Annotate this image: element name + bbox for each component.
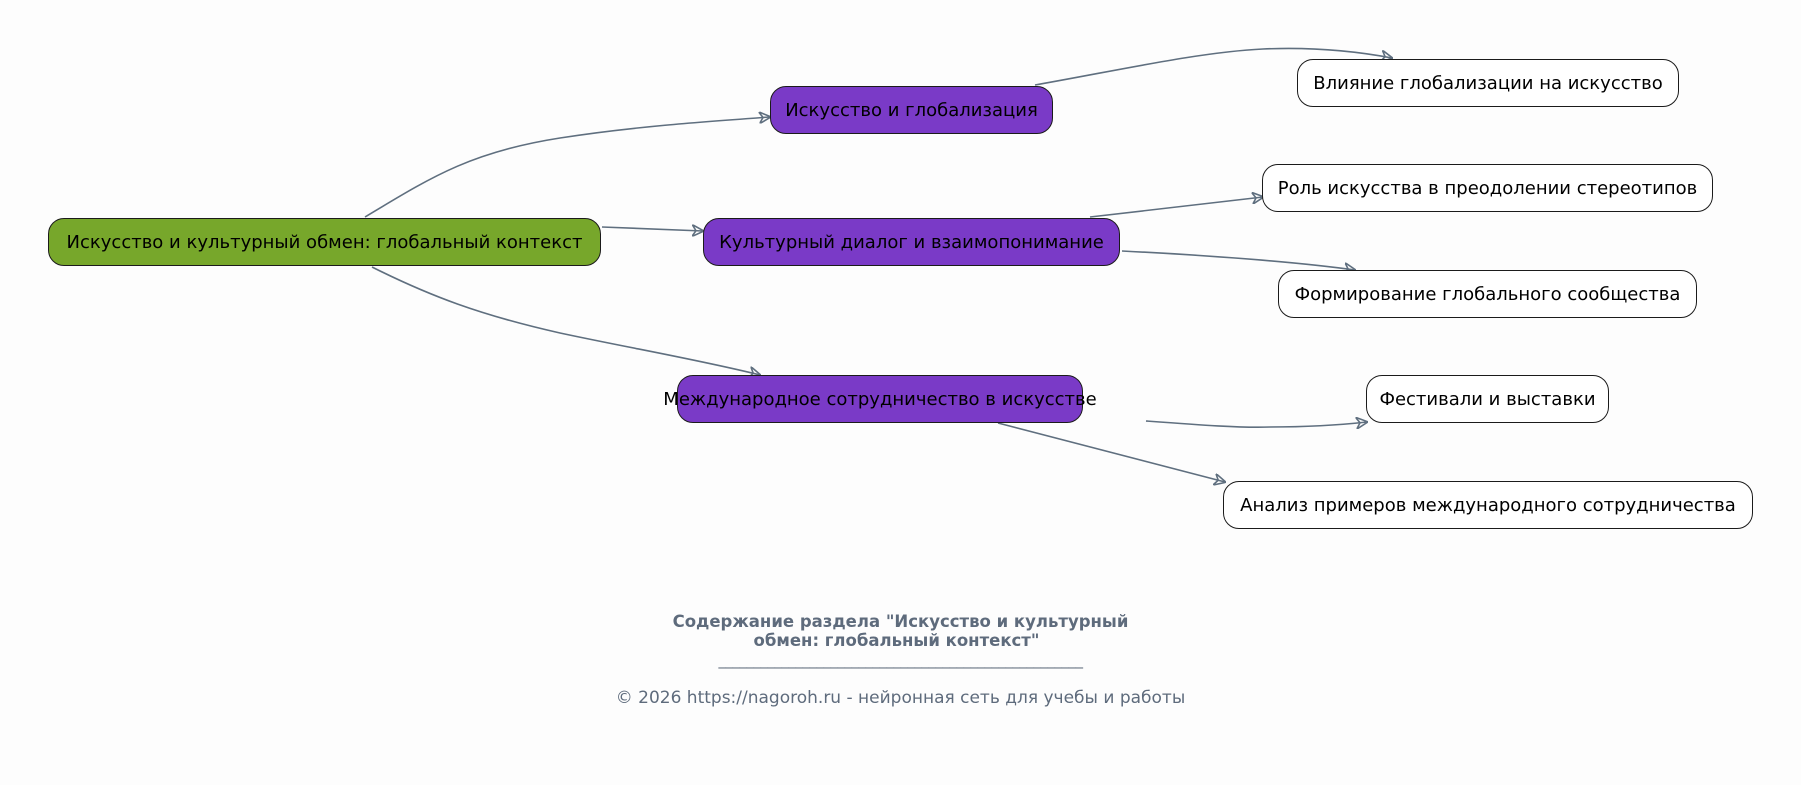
edge-cooperation-to-festivals xyxy=(1145,421,1367,427)
edge-globalization-to-influence xyxy=(1034,47,1392,86)
edge-root-to-globalization xyxy=(364,117,770,218)
root-node[interactable]: Искусство и культурный обмен: глобальный… xyxy=(48,218,601,266)
leaf-node-analysis[interactable]: Анализ примеров международного сотруднич… xyxy=(1223,481,1753,529)
branch-node-label: Международное сотрудничество в искусстве xyxy=(663,388,1097,410)
leaf-node-community[interactable]: Формирование глобального сообщества xyxy=(1278,270,1697,318)
caption-title-line2: обмен: глобальный контекст" xyxy=(753,631,1040,650)
leaf-node-stereotypes[interactable]: Роль искусства в преодолении стереотипов xyxy=(1262,164,1713,212)
branch-node-globalization[interactable]: Искусство и глобализация xyxy=(770,86,1053,134)
caption-divider: ________________________________________… xyxy=(718,651,1084,669)
branch-node-dialogue[interactable]: Культурный диалог и взаимопонимание xyxy=(703,218,1120,266)
leaf-node-label: Роль искусства в преодолении стереотипов xyxy=(1277,177,1698,199)
caption-title-line1: Содержание раздела "Искусство и культурн… xyxy=(672,612,1129,631)
branch-node-label: Искусство и глобализация xyxy=(785,99,1038,121)
edge-dialogue-to-stereotypes xyxy=(1089,197,1263,218)
edge-cooperation-to-analysis xyxy=(997,422,1225,482)
branch-node-label: Культурный диалог и взаимопонимание xyxy=(719,231,1104,253)
edge-root-to-cooperation xyxy=(371,266,760,375)
diagram-caption-title: Содержание раздела "Искусство и культурн… xyxy=(0,612,1801,650)
leaf-node-label: Влияние глобализации на искусство xyxy=(1313,72,1663,94)
edge-root-to-dialogue xyxy=(601,227,703,231)
leaf-node-label: Анализ примеров международного сотруднич… xyxy=(1240,494,1736,516)
copyright-text: © 2026 https://nagoroh.ru - нейронная се… xyxy=(615,688,1186,708)
leaf-node-festivals[interactable]: Фестивали и выставки xyxy=(1366,375,1609,423)
leaf-node-influence[interactable]: Влияние глобализации на искусство xyxy=(1297,59,1679,107)
leaf-node-label: Фестивали и выставки xyxy=(1379,388,1596,410)
root-node-label: Искусство и культурный обмен: глобальный… xyxy=(66,231,583,253)
edge-dialogue-to-community xyxy=(1121,250,1355,270)
leaf-node-label: Формирование глобального сообщества xyxy=(1294,283,1681,305)
branch-node-cooperation[interactable]: Международное сотрудничество в искусстве xyxy=(663,375,1097,423)
